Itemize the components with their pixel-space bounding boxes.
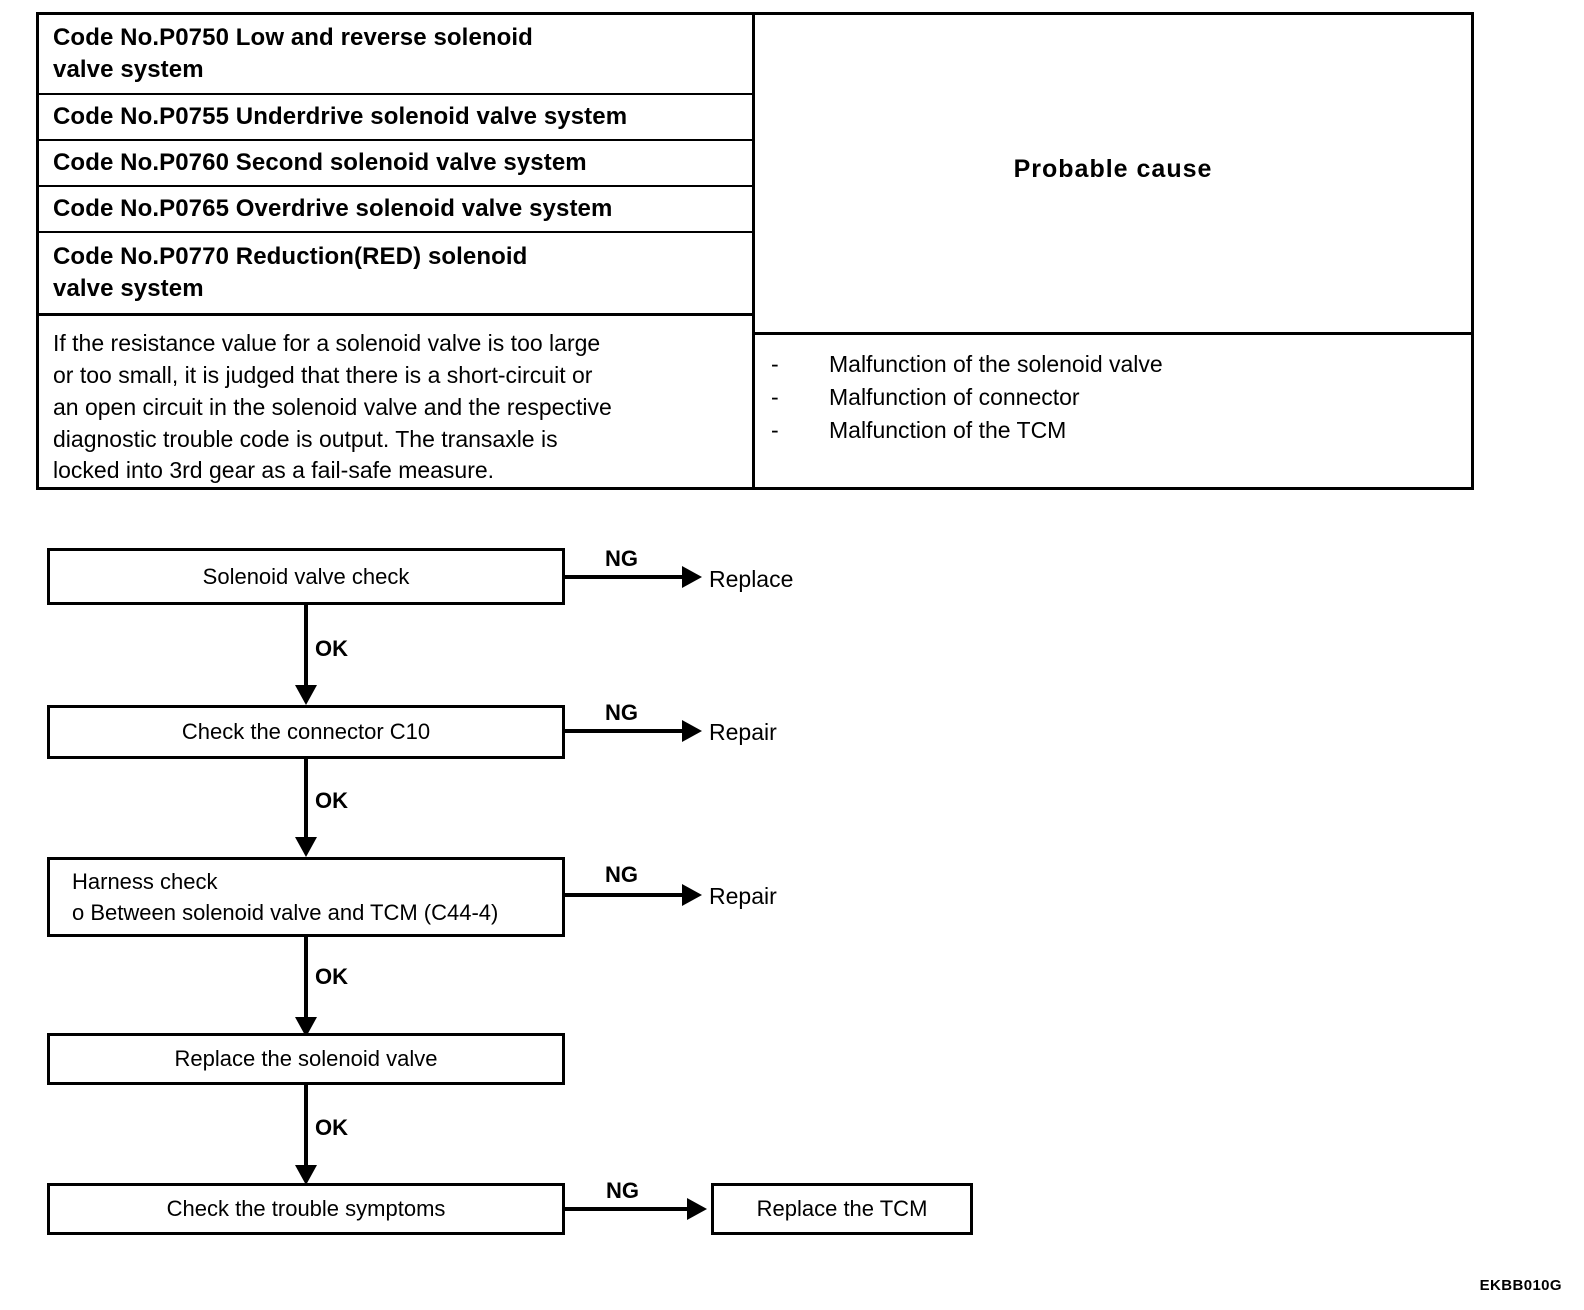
- table-column-probable-cause: Probable cause - Malfunction of the sole…: [755, 15, 1471, 487]
- flow-connector-ok-4: [304, 1085, 308, 1170]
- cause-text: Malfunction of the solenoid valve: [829, 351, 1163, 377]
- arrow-down-icon: [295, 1165, 317, 1185]
- probable-cause-list: - Malfunction of the solenoid valve - Ma…: [755, 335, 1471, 487]
- edge-label-ng: NG: [605, 700, 638, 725]
- cause-text: Malfunction of connector: [829, 383, 1080, 410]
- list-item: - Malfunction of connector: [771, 382, 1471, 414]
- table-row: Code No.P0770 Reduction(RED) solenoid va…: [39, 233, 752, 317]
- edge-label-ng: NG: [605, 546, 638, 571]
- code-label: Code No.P0760 Second solenoid valve syst…: [53, 148, 587, 176]
- code-label: Code No.P0755 Underdrive solenoid valve …: [53, 102, 628, 130]
- flow-connector-ng-1: [565, 575, 685, 579]
- list-item: - Malfunction of the solenoid valve: [771, 349, 1471, 381]
- flow-step-label: Solenoid valve check: [202, 563, 410, 589]
- flow-connector-ok-1: [304, 605, 308, 690]
- outcome-label-repair: Repair: [709, 883, 777, 909]
- flow-step-label: Check the trouble symptoms: [166, 1196, 446, 1222]
- edge-label-ok: OK: [315, 964, 348, 989]
- probable-cause-header: Probable cause: [755, 15, 1471, 335]
- flow-terminal-label: Replace the TCM: [756, 1196, 928, 1222]
- outcome-label-repair: Repair: [709, 719, 777, 745]
- flow-connector-ng-3: [565, 893, 685, 897]
- table-row: Code No.P0750 Low and reverse solenoid v…: [39, 15, 752, 95]
- flow-step-check-trouble-symptoms: Check the trouble symptoms: [47, 1183, 565, 1235]
- edge-label-ok: OK: [315, 1115, 348, 1140]
- flow-connector-ng-2: [565, 729, 685, 733]
- list-item: - Malfunction of the TCM: [771, 415, 1471, 447]
- edge-label-ng: NG: [605, 862, 638, 887]
- table-row: Code No.P0760 Second solenoid valve syst…: [39, 141, 752, 187]
- arrow-right-icon: [682, 884, 702, 906]
- flow-step-label: Check the connector C10: [181, 719, 431, 745]
- arrow-right-icon: [687, 1198, 707, 1220]
- table-row: Code No.P0765 Overdrive solenoid valve s…: [39, 187, 752, 233]
- code-label: Code No.P0770 Reduction(RED) solenoid va…: [53, 243, 528, 303]
- flow-step-solenoid-valve-check: Solenoid valve check: [47, 548, 565, 605]
- cause-text: Malfunction of the TCM: [829, 416, 1067, 443]
- arrow-right-icon: [682, 566, 702, 588]
- flow-terminal-replace-tcm: Replace the TCM: [711, 1183, 973, 1235]
- flow-step-replace-solenoid-valve: Replace the solenoid valve: [47, 1033, 565, 1085]
- flow-step-harness-check: Harness check o Between solenoid valve a…: [47, 857, 565, 937]
- edge-label-ok: OK: [315, 636, 348, 661]
- table-column-codes: Code No.P0750 Low and reverse solenoid v…: [39, 15, 755, 487]
- table-row: Code No.P0755 Underdrive solenoid valve …: [39, 95, 752, 141]
- flow-connector-ng-4: [565, 1207, 690, 1211]
- code-label: Code No.P0765 Overdrive solenoid valve s…: [53, 194, 613, 222]
- dtc-table: Code No.P0750 Low and reverse solenoid v…: [36, 12, 1474, 490]
- description-cell: If the resistance value for a solenoid v…: [39, 316, 752, 487]
- description-text: If the resistance value for a solenoid v…: [53, 330, 612, 484]
- flow-step-label: Replace the solenoid valve: [174, 1046, 438, 1072]
- dash-bullet: -: [771, 416, 779, 443]
- code-label: Code No.P0750 Low and reverse solenoid v…: [53, 24, 533, 83]
- arrow-right-icon: [682, 720, 702, 742]
- arrow-down-icon: [295, 837, 317, 857]
- flow-connector-ok-2: [304, 759, 308, 842]
- figure-code: EKBB010G: [1479, 1277, 1562, 1294]
- edge-label-ng: NG: [606, 1178, 639, 1203]
- table-grid: Code No.P0750 Low and reverse solenoid v…: [39, 15, 1471, 487]
- dash-bullet: -: [771, 351, 779, 377]
- arrow-down-icon: [295, 685, 317, 705]
- arrow-down-icon: [295, 1017, 317, 1037]
- dash-bullet: -: [771, 383, 779, 410]
- outcome-label-replace: Replace: [709, 566, 794, 592]
- probable-cause-title: Probable cause: [1013, 155, 1213, 183]
- flow-step-check-connector: Check the connector C10: [47, 705, 565, 759]
- flow-connector-ok-3: [304, 937, 308, 1022]
- flow-step-label: Harness check o Between solenoid valve a…: [72, 868, 499, 925]
- edge-label-ok: OK: [315, 788, 348, 813]
